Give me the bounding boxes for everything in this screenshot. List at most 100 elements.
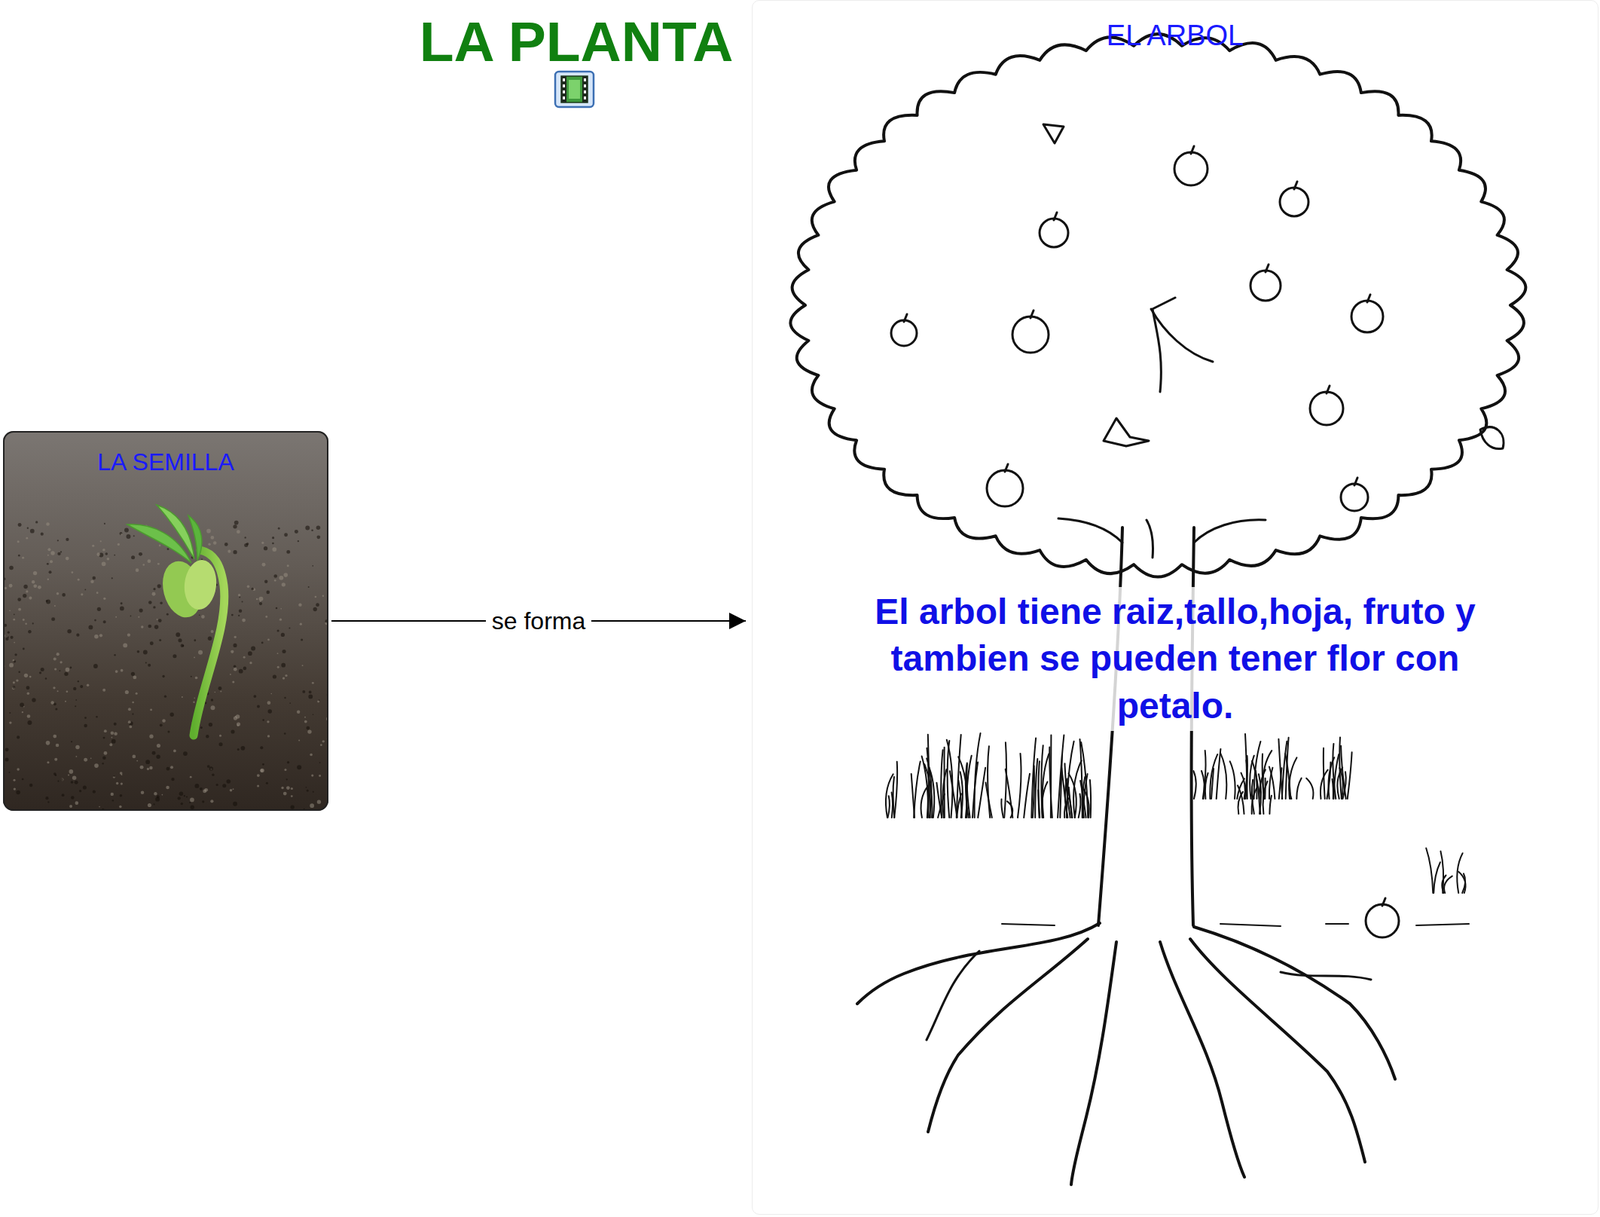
soil-speck: [265, 781, 269, 785]
soil-speck: [157, 562, 160, 565]
soil-speck: [296, 710, 300, 714]
soil-speck: [303, 808, 306, 810]
soil-speck: [50, 700, 54, 704]
soil-speck: [52, 686, 55, 689]
soil-speck: [153, 791, 157, 795]
soil-speck: [32, 622, 34, 624]
seedling-leaf: [188, 515, 202, 561]
soil-speck: [131, 701, 135, 704]
soil-speck: [110, 730, 115, 735]
soil-speck: [189, 775, 193, 779]
soil-speck: [259, 601, 263, 605]
soil-speck: [54, 773, 58, 776]
soil-speck: [90, 757, 92, 760]
grass-blade: [1068, 772, 1077, 818]
apple-tree-drawing: [790, 33, 1526, 1185]
soil-speck: [45, 599, 51, 605]
soil-speck: [152, 751, 156, 755]
soil-speck: [311, 564, 314, 567]
seed-box: LA SEMILLA: [3, 430, 329, 811]
soil-speck: [75, 699, 77, 701]
grass-blade: [1238, 791, 1243, 814]
soil-speck: [30, 528, 35, 534]
grass-blade: [1440, 851, 1444, 893]
soil-speck: [195, 783, 200, 788]
tree-canopy: [790, 33, 1526, 578]
soil-speck: [297, 540, 300, 542]
soil-speck: [207, 542, 211, 545]
soil-speck: [234, 520, 239, 526]
soil-speck: [280, 662, 286, 668]
soil-speck: [311, 773, 314, 776]
soil-speck: [75, 800, 80, 805]
soil-speck: [131, 555, 135, 559]
soil-speck: [70, 740, 73, 742]
grass-blade: [1230, 760, 1236, 799]
soil-speck: [149, 766, 153, 770]
soil-speck: [249, 661, 252, 664]
soil-speck: [5, 637, 9, 641]
soil-speck: [256, 773, 260, 777]
soil-speck: [12, 685, 16, 689]
soil-speck: [23, 584, 28, 589]
tree-branch: [1193, 519, 1266, 543]
soil-speck: [119, 771, 123, 775]
soil-speck: [83, 757, 88, 762]
soil-speck: [59, 660, 62, 663]
soil-speck: [311, 528, 314, 532]
soil-speck: [233, 667, 238, 672]
soil-speck: [155, 754, 160, 759]
soil-speck: [4, 586, 7, 590]
soil-speck: [179, 790, 184, 795]
grass-blade: [958, 756, 967, 818]
soil-speck: [24, 622, 27, 625]
grass-blade: [1269, 795, 1272, 814]
soil-speck: [161, 793, 164, 796]
soil-speck: [189, 801, 191, 804]
grass-blade: [966, 763, 970, 818]
tree-branch: [1151, 308, 1213, 362]
soil-speck: [112, 775, 115, 777]
soil-speck: [158, 618, 162, 623]
grass-blade: [1245, 733, 1248, 799]
soil-speck: [156, 794, 160, 798]
soil-speck: [27, 629, 31, 633]
soil-speck: [102, 548, 106, 552]
soil-speck: [145, 759, 150, 764]
grass-blade: [1038, 789, 1040, 818]
soil-speck: [158, 638, 162, 642]
soil-speck: [103, 597, 106, 600]
grass-blade: [1049, 747, 1053, 819]
soil-speck: [154, 624, 159, 630]
apple: [1012, 310, 1049, 353]
soil-speck: [305, 786, 308, 788]
soil-speck: [69, 804, 73, 808]
soil-speck: [13, 641, 16, 644]
soil-speck: [149, 734, 153, 739]
soil-speck: [33, 583, 37, 588]
soil-speck: [241, 601, 244, 603]
apple: [891, 314, 917, 346]
grass-blade: [1323, 748, 1326, 799]
grass-blade: [972, 762, 978, 818]
soil-speck: [170, 712, 175, 717]
soil-speck: [193, 638, 196, 642]
soil-speck: [199, 787, 203, 791]
soil-speck: [130, 615, 132, 617]
grass-blade: [1031, 738, 1036, 818]
soil-speck: [39, 671, 42, 674]
grass-blade: [1237, 784, 1245, 814]
soil-speck: [308, 586, 310, 588]
soil-speck: [208, 722, 213, 727]
grass-blade: [1068, 787, 1072, 818]
tree-leaf: [1043, 124, 1064, 144]
soil-speck: [60, 777, 64, 781]
soil-speck: [119, 531, 123, 535]
soil-speck: [18, 607, 22, 611]
soil-speck: [15, 678, 19, 681]
soil-speck: [167, 547, 170, 550]
soil-speck: [219, 690, 222, 692]
soil-speck: [69, 769, 74, 774]
soil-speck: [137, 650, 140, 653]
soil-speck: [139, 608, 144, 613]
